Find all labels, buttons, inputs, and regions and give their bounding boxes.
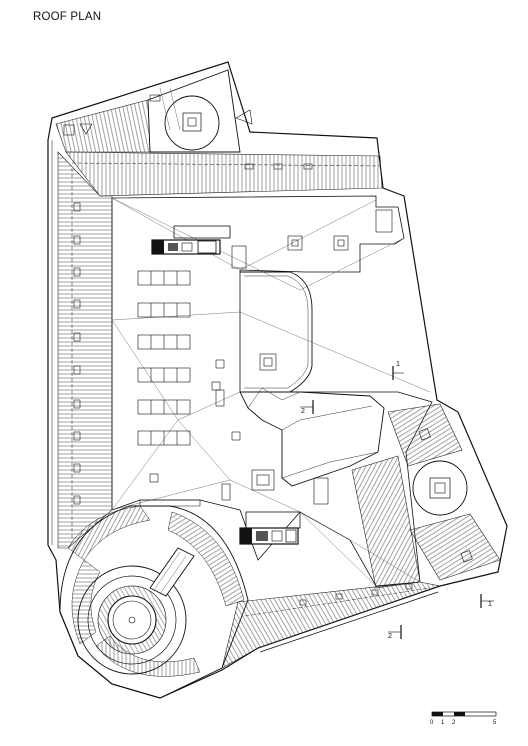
roof-south-east (351, 455, 421, 589)
drawing-title: ROOF PLAN (33, 11, 102, 23)
scale-tick: 0 (430, 720, 434, 726)
mech-unit-north (151, 225, 247, 269)
section-label: 1 (488, 601, 492, 608)
section-mark-2-center: 2 (300, 400, 314, 415)
roof-se-band (409, 513, 501, 581)
scale-tick: 1 (441, 720, 445, 726)
curved-wing-roof (59, 505, 249, 699)
stair-tower (147, 69, 241, 153)
scale-bar: 0 1 2 5 (430, 711, 497, 726)
section-label: 2 (301, 408, 305, 415)
section-label: 1 (396, 361, 400, 368)
north-skylights (244, 163, 313, 170)
round-tower-inner (107, 595, 157, 645)
roof-east-band (387, 403, 463, 467)
roof-vents (149, 209, 393, 505)
scale-tick: 2 (452, 720, 456, 726)
roof-south-band (221, 581, 442, 669)
roof-west-band (57, 151, 113, 549)
mech-unit-south (239, 511, 301, 545)
section-mark-2-bottom: 2 (388, 625, 402, 640)
rooftop-units (137, 270, 191, 446)
roof-nw-corner (55, 99, 151, 153)
tower-circle (164, 95, 220, 151)
section-mark-1-right: 1 (392, 361, 404, 380)
east-tower-circle (412, 460, 468, 516)
round-tower-outer (77, 565, 187, 675)
west-skylights (73, 202, 81, 505)
gabled-roof (239, 391, 385, 487)
roof-north-band (65, 151, 383, 197)
scale-tick: 5 (493, 720, 497, 726)
courtyard-outline (240, 271, 313, 393)
section-label: 2 (388, 633, 392, 640)
flat-roof (111, 195, 433, 587)
drainage-lines (111, 197, 431, 587)
section-mark-1-bottom: 1 (480, 594, 494, 608)
